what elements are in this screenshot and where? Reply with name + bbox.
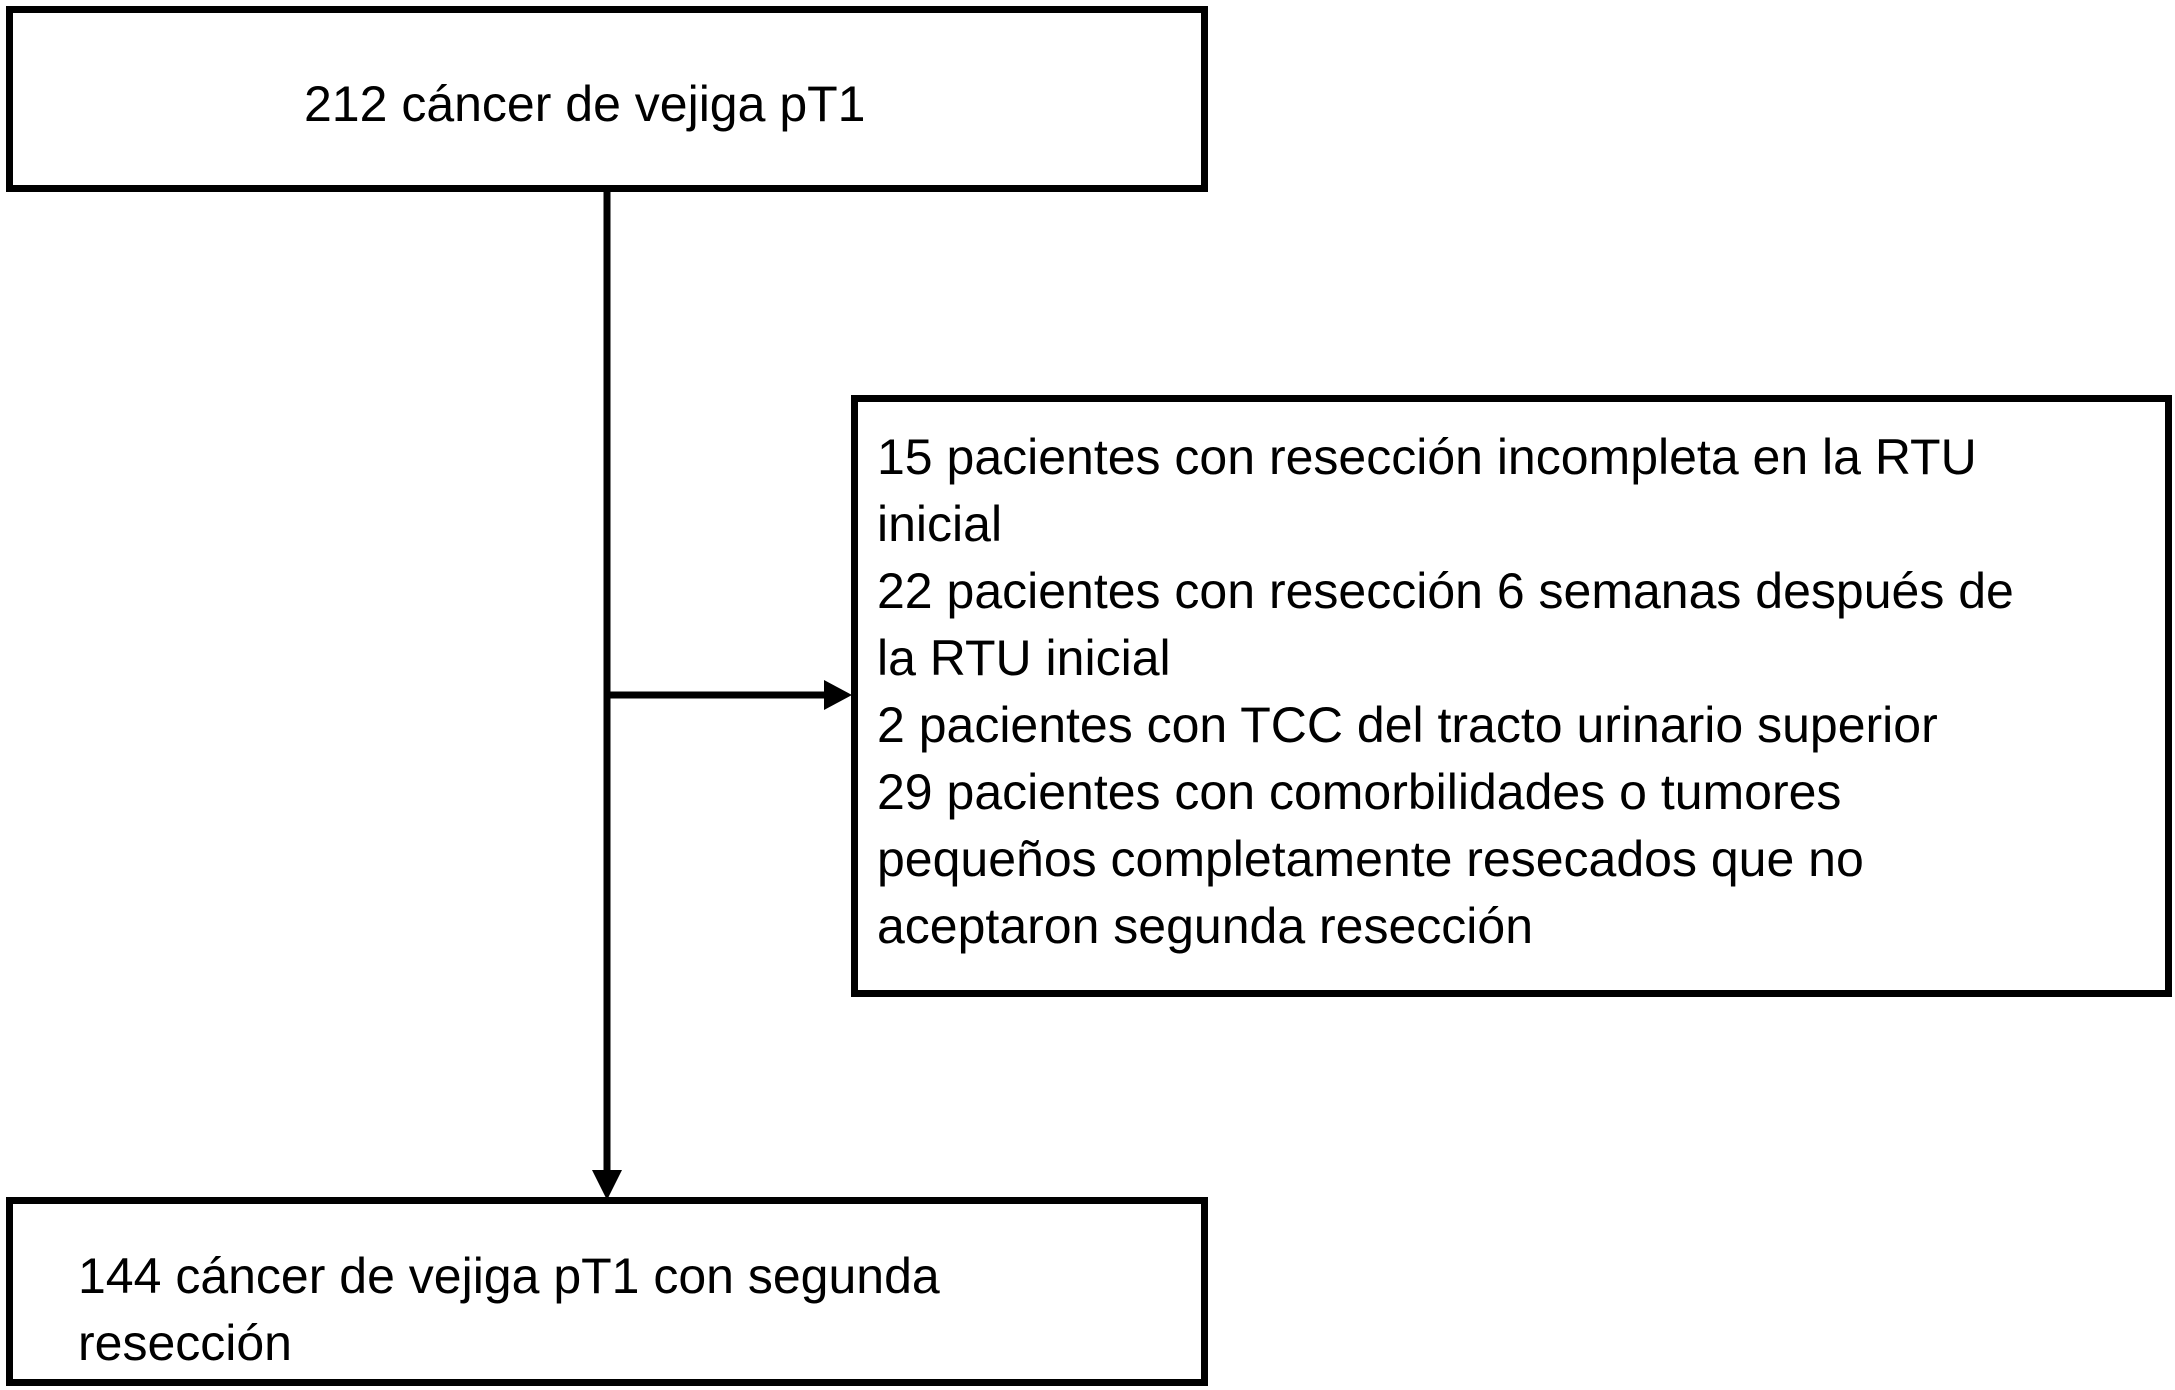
initial-cohort-box: 212 cáncer de vejiga pT1 [6,6,1208,192]
excluded-line: la RTU inicial [877,630,1171,686]
excluded-patients-box: 15 pacientes con resección incompleta en… [851,395,2172,997]
excluded-line: 22 pacientes con resección 6 semanas des… [877,563,2014,619]
final-cohort-text: 144 cáncer de vejiga pT1 con segunda res… [78,1243,940,1377]
excluded-patients-text: 15 pacientes con resección incompleta en… [877,424,2014,960]
excluded-line: 15 pacientes con resección incompleta en… [877,429,1977,485]
arrowhead-to-excluded-box [824,680,852,710]
initial-cohort-label: 212 cáncer de vejiga pT1 [304,76,866,132]
final-cohort-box: 144 cáncer de vejiga pT1 con segunda res… [6,1197,1208,1386]
excluded-line: pequeños completamente resecados que no [877,831,1864,887]
excluded-line: 2 pacientes con TCC del tracto urinario … [877,697,1938,753]
final-cohort-line: resección [78,1315,292,1371]
excluded-line: aceptaron segunda resección [877,898,1534,954]
arrowhead-to-bottom-box [592,1170,622,1200]
excluded-line: 29 pacientes con comorbilidades o tumore… [877,764,1842,820]
excluded-line: inicial [877,496,1003,552]
final-cohort-line: 144 cáncer de vejiga pT1 con segunda [78,1248,940,1304]
